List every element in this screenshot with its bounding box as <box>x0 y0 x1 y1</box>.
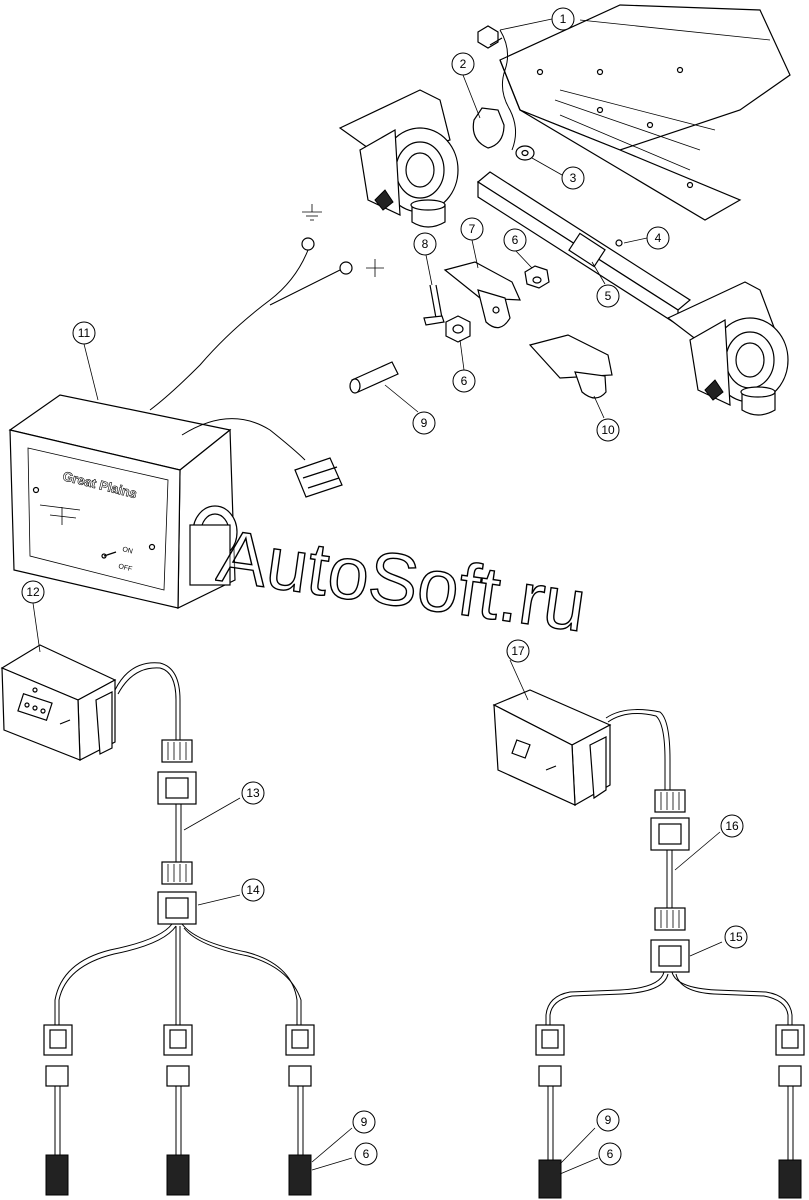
svg-text:9: 9 <box>605 1113 612 1127</box>
svg-text:7: 7 <box>469 222 476 236</box>
svg-text:5: 5 <box>605 289 612 303</box>
switch-off-label: OFF <box>118 563 133 573</box>
callout-6-left: 6 <box>354 1142 378 1166</box>
svg-text:12: 12 <box>26 585 40 599</box>
callout-6-upper: 6 <box>503 228 527 252</box>
callout-12: 12 <box>21 580 45 604</box>
svg-text:11: 11 <box>78 326 91 340</box>
svg-text:9: 9 <box>421 416 428 430</box>
callout-9-top: 9 <box>412 411 436 435</box>
callout-13: 13 <box>241 781 265 805</box>
callout-8: 8 <box>413 232 437 256</box>
svg-text:6: 6 <box>607 1147 614 1161</box>
callout-15: 15 <box>724 925 748 949</box>
svg-text:6: 6 <box>512 233 519 247</box>
hardware-parts <box>149 25 623 411</box>
metering-cup-right <box>666 281 789 416</box>
metering-cup-left <box>338 89 459 228</box>
callout-7: 7 <box>460 217 484 241</box>
svg-text:2: 2 <box>460 57 467 71</box>
svg-text:16: 16 <box>725 819 739 833</box>
callouts: 1 2 3 4 5 6 7 8 6 9 10 11 12 13 14 15 16… <box>21 7 748 1166</box>
svg-text:8: 8 <box>422 237 429 251</box>
callout-2: 2 <box>451 52 475 76</box>
monitor-module-17 <box>492 689 612 807</box>
svg-text:4: 4 <box>655 231 662 245</box>
callout-3: 3 <box>561 166 585 190</box>
svg-text:17: 17 <box>511 644 525 658</box>
callout-11: 11 <box>72 321 96 345</box>
callout-6-mid: 6 <box>452 369 476 393</box>
svg-text:14: 14 <box>246 883 260 897</box>
callout-14: 14 <box>241 878 265 902</box>
callout-5: 5 <box>596 284 620 308</box>
switch-box: Great Plains ON OFF <box>8 394 343 609</box>
harness-left <box>43 662 315 1196</box>
callout-4: 4 <box>646 226 670 250</box>
svg-text:1: 1 <box>560 12 567 26</box>
leader-lines <box>32 18 723 1175</box>
callout-17: 17 <box>506 639 530 663</box>
callout-9-right: 9 <box>596 1108 620 1132</box>
svg-text:9: 9 <box>361 1115 368 1129</box>
switch-on-label: ON <box>122 546 134 555</box>
callout-10: 10 <box>596 418 620 442</box>
svg-text:15: 15 <box>729 930 743 944</box>
svg-text:6: 6 <box>461 374 468 388</box>
callout-1: 1 <box>551 7 575 31</box>
harness-right <box>535 709 805 1199</box>
frame-assembly <box>476 4 791 327</box>
svg-text:3: 3 <box>570 171 577 185</box>
svg-text:6: 6 <box>363 1147 370 1161</box>
callout-9-left: 9 <box>352 1110 376 1134</box>
callout-6-right: 6 <box>598 1142 622 1166</box>
monitor-module-12 <box>0 644 117 761</box>
svg-text:13: 13 <box>246 786 260 800</box>
svg-text:10: 10 <box>601 423 615 437</box>
callout-16: 16 <box>720 814 744 838</box>
